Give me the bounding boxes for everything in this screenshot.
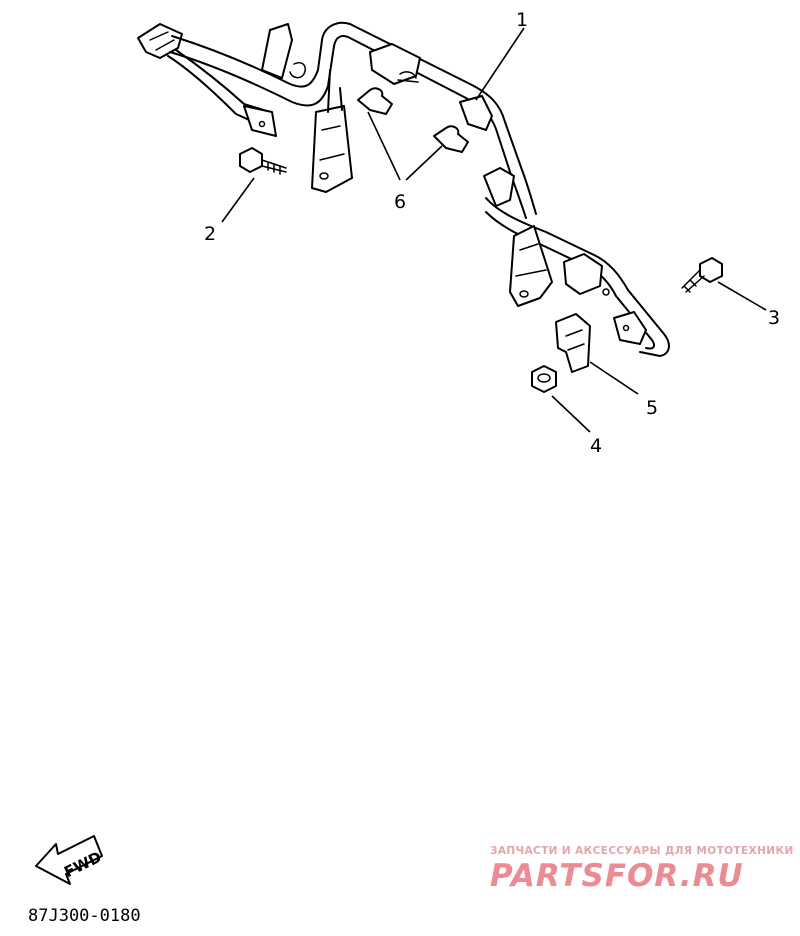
callout-3: 3 xyxy=(768,307,780,329)
watermark: ЗАПЧАСТИ И АКСЕССУАРЫ ДЛЯ МОТОТЕХНИКИ PA… xyxy=(490,845,794,894)
callout-6: 6 xyxy=(394,191,406,213)
figure-code: 87J300-0180 xyxy=(28,906,141,926)
frame-assembly xyxy=(137,21,670,357)
bracket-part-5 xyxy=(555,313,591,373)
callout-5: 5 xyxy=(646,397,658,419)
bolt-part-2 xyxy=(239,147,287,175)
callout-2: 2 xyxy=(204,223,216,245)
clip-parts xyxy=(357,87,469,153)
fwd-label: FWD xyxy=(61,848,104,881)
leader-lines xyxy=(221,27,767,433)
callout-1: 1 xyxy=(516,9,528,31)
callout-4: 4 xyxy=(590,435,602,457)
nut-part-4 xyxy=(531,365,557,393)
fwd-arrow-icon: FWD xyxy=(35,835,104,885)
watermark-logo: PARTSFOR.RU xyxy=(490,858,744,894)
watermark-tagline: ЗАПЧАСТИ И АКСЕССУАРЫ ДЛЯ МОТОТЕХНИКИ xyxy=(490,845,794,857)
bolt-part-3 xyxy=(681,257,723,293)
